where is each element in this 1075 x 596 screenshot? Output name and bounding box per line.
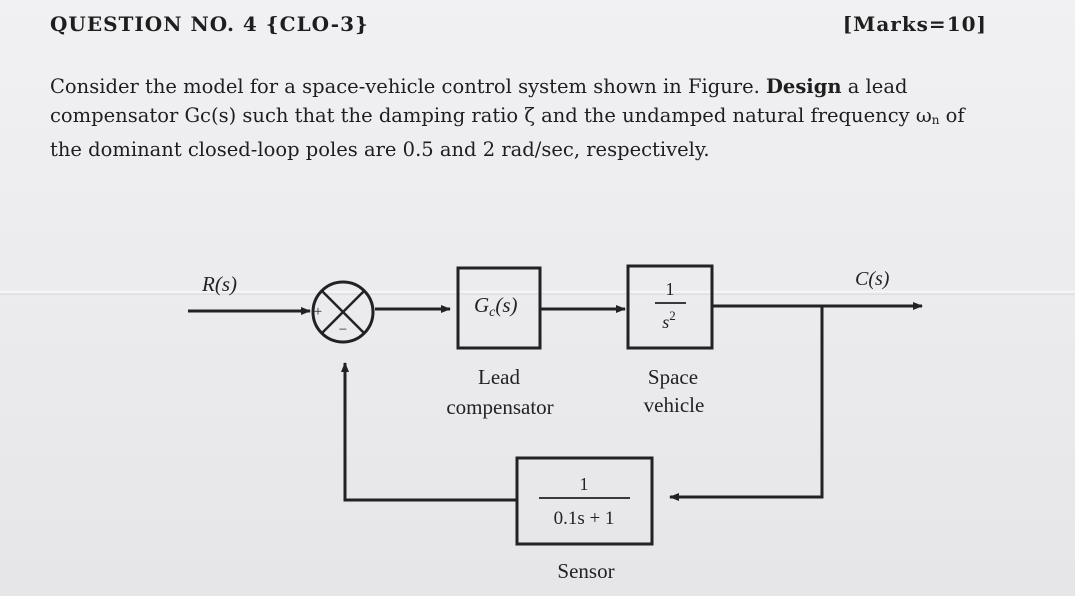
sensor-numerator: 1 [580, 474, 589, 494]
line1-tail: a lead [841, 75, 908, 98]
sensor-block [515, 456, 654, 546]
question-line-1: Consider the model for a space-vehicle c… [50, 72, 1065, 101]
question-number: QUESTION NO. 4 {CLO-3} [50, 12, 369, 36]
line2-tail: of [939, 104, 965, 127]
question-marks: [Marks=10] [842, 12, 987, 36]
plant-numerator: 1 [666, 279, 675, 299]
sensor-caption: Sensor [557, 559, 614, 583]
feedback-path-right [669, 306, 824, 501]
plant-block [626, 264, 714, 350]
compensator-caption-line2: compensator [446, 395, 553, 419]
design-keyword: Design [766, 75, 842, 98]
plus-sign: + [314, 304, 322, 320]
line2-text: compensator Gc(s) such that the damping … [50, 104, 932, 127]
plant-caption-line2: vehicle [644, 393, 705, 417]
output-label: C(s) [855, 268, 890, 290]
line1-text: Consider the model for a space-vehicle c… [50, 75, 767, 98]
plant-caption-line1: Space [648, 365, 698, 389]
paper-fold [0, 291, 1075, 295]
sensor-denominator: 0.1s + 1 [554, 508, 615, 529]
summing-junction [311, 280, 375, 344]
question-line-2: compensator Gc(s) such that the damping … [50, 101, 1065, 135]
compensator-caption-line1: Lead [478, 365, 520, 389]
feedback-path-left [341, 362, 517, 502]
input-label: R(s) [201, 272, 237, 296]
plant-denominator: s2 [662, 308, 676, 332]
question-line-3: the dominant closed-loop poles are 0.5 a… [50, 138, 710, 161]
question-text: Consider the model for a space-vehicle c… [50, 72, 1065, 164]
omega-subscript: n [931, 113, 940, 127]
compensator-tf: Gc(s) [474, 293, 518, 320]
minus-sign: − [339, 322, 347, 338]
compensator-block [456, 266, 542, 350]
